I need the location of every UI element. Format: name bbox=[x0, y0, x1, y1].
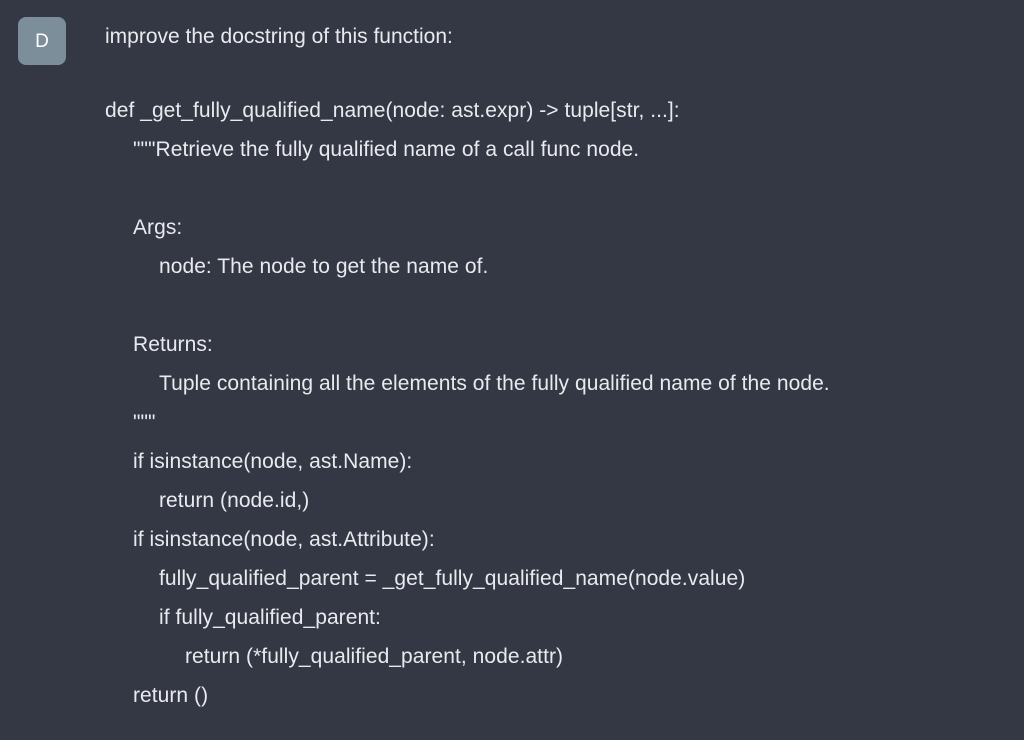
code-line: Returns: bbox=[133, 333, 213, 356]
prompt-text: improve the docstring of this function: bbox=[105, 25, 453, 48]
code-line: return (node.id,) bbox=[159, 489, 310, 512]
message-content: improve the docstring of this function: … bbox=[105, 17, 1010, 715]
code-line: """ bbox=[133, 411, 156, 434]
code-line: def _get_fully_qualified_name(node: ast.… bbox=[105, 99, 680, 122]
code-line: """Retrieve the fully qualified name of … bbox=[133, 138, 640, 161]
code-line: Tuple containing all the elements of the… bbox=[159, 372, 830, 395]
code-line: if fully_qualified_parent: bbox=[159, 606, 381, 629]
user-avatar: D bbox=[18, 17, 66, 65]
code-blank-line bbox=[105, 286, 1010, 325]
code-line: Args: bbox=[133, 216, 183, 239]
code-line: if isinstance(node, ast.Attribute): bbox=[133, 528, 435, 551]
code-blank-line bbox=[105, 169, 1010, 208]
code-snippet: def _get_fully_qualified_name(node: ast.… bbox=[105, 91, 1010, 715]
code-line: fully_qualified_parent = _get_fully_qual… bbox=[159, 567, 746, 590]
code-line: if isinstance(node, ast.Name): bbox=[133, 450, 413, 473]
code-line: return (*fully_qualified_parent, node.at… bbox=[185, 645, 564, 668]
code-line: node: The node to get the name of. bbox=[159, 255, 489, 278]
avatar-initial: D bbox=[35, 30, 49, 52]
code-line: return () bbox=[133, 684, 209, 707]
